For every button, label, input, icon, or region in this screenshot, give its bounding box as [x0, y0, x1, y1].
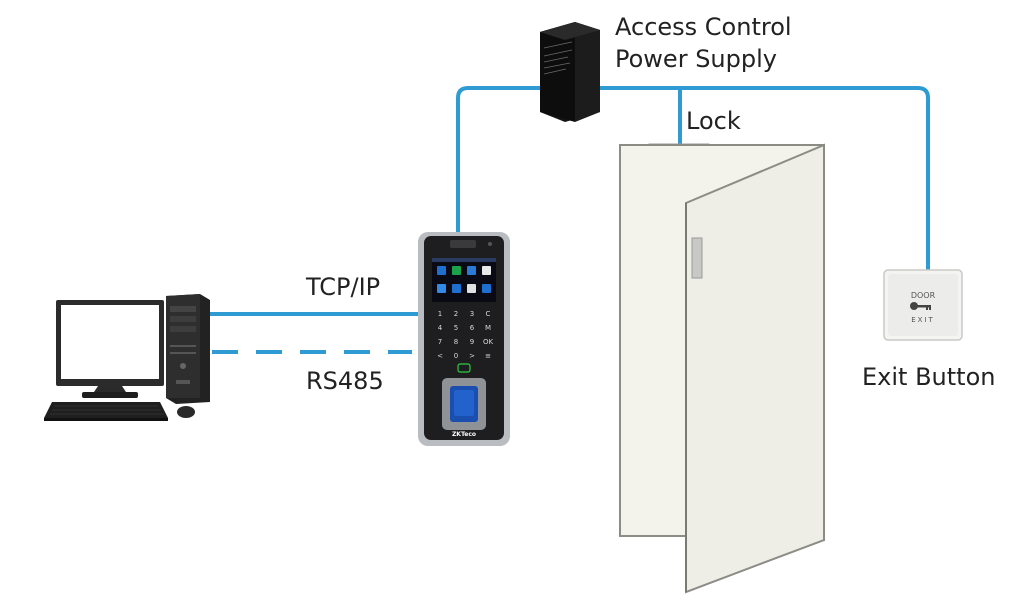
key-ok: OK	[483, 338, 494, 346]
rs485-label: RS485	[306, 367, 384, 395]
key-4: 4	[438, 324, 443, 332]
exit-button-door-text: DOOR	[911, 291, 936, 300]
key-left: <	[437, 352, 443, 360]
access-terminal: 1 2 3 C 4 5 6 M 7 8 9 OK < 0 > ≡	[418, 232, 510, 446]
key-c: C	[486, 310, 491, 318]
key-right: >	[469, 352, 475, 360]
key-5: 5	[454, 324, 458, 332]
keypad-row-3: 7 8 9 OK	[438, 338, 494, 346]
tcpip-label: TCP/IP	[306, 273, 381, 301]
door-leaf	[685, 143, 825, 594]
key-3: 3	[470, 310, 474, 318]
power-supply-label-line2: Power Supply	[615, 45, 777, 73]
key-6: 6	[470, 324, 475, 332]
exit-button-exit-text: EXIT	[911, 316, 935, 324]
monitor-screen	[61, 305, 159, 379]
key-menu: ≡	[485, 352, 491, 360]
power-supply-box	[540, 22, 600, 122]
screen-app-icons	[437, 266, 491, 293]
mouse	[177, 406, 195, 418]
keypad-row-4: < 0 > ≡	[437, 352, 491, 360]
connection-lines	[210, 86, 930, 354]
pc-tower	[166, 294, 210, 404]
keypad: 1 2 3 C 4 5 6 M 7 8 9 OK < 0 > ≡	[437, 310, 493, 360]
home-icon	[457, 363, 471, 373]
key-0: 0	[454, 352, 458, 360]
keyboard	[44, 402, 168, 421]
door	[619, 143, 825, 594]
key-2: 2	[454, 310, 458, 318]
key-m: M	[485, 324, 491, 332]
terminal-sensor-window	[450, 240, 476, 248]
door-handle	[691, 237, 703, 279]
keypad-row-2: 4 5 6 M	[438, 324, 491, 332]
terminal-brand-logo: ZKTeco	[452, 431, 476, 438]
key-icon	[910, 302, 931, 310]
terminal-to-power-line	[456, 86, 548, 232]
exit-button-device: DOOR EXIT	[883, 269, 963, 341]
power-to-exit-line	[598, 86, 930, 270]
keypad-row-1: 1 2 3 C	[438, 310, 491, 318]
key-9: 9	[470, 338, 474, 346]
computer	[44, 294, 210, 421]
key-8: 8	[454, 338, 458, 346]
exit-button-label: Exit Button	[862, 363, 996, 391]
power-supply-label-line1: Access Control	[615, 13, 792, 41]
key-1: 1	[438, 310, 442, 318]
terminal-screen	[432, 258, 496, 302]
lock-label: Lock	[686, 107, 741, 135]
key-7: 7	[438, 338, 442, 346]
